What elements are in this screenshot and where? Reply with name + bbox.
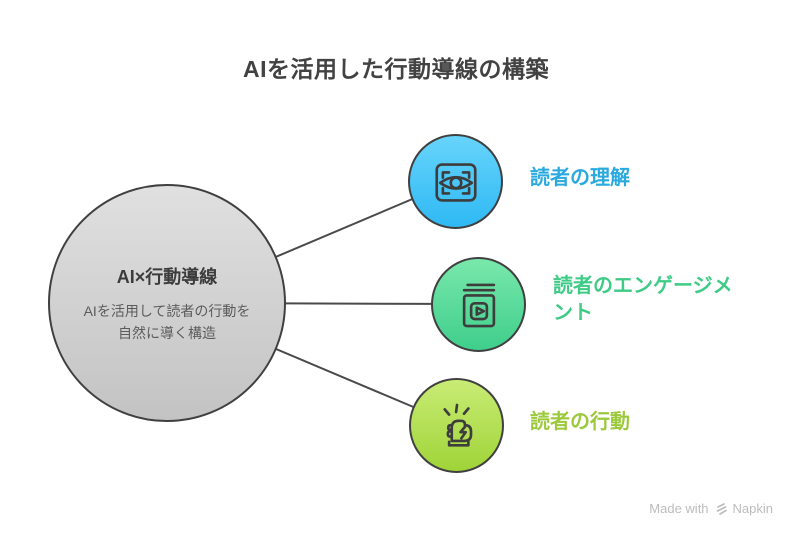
diagram-title: AIを活用した行動導線の構築: [243, 56, 549, 82]
node-circle-understanding: [408, 134, 503, 229]
node-label-action: 読者の行動: [530, 411, 630, 433]
node-circle-action: [409, 378, 504, 473]
node-label-understanding: 読者の理解: [530, 167, 630, 189]
node-circle-engagement: [431, 257, 526, 352]
central-node: AI×行動導線 AIを活用して読者の行動を自然に導く構造: [48, 184, 286, 422]
eye-scan-icon: [434, 162, 477, 202]
video-book-icon: [462, 283, 495, 327]
watermark-made-with: Made with: [649, 501, 709, 516]
napkin-logo-icon: [716, 502, 727, 515]
node-label-engagement: 読者のエンゲージメント: [553, 275, 733, 324]
central-node-description: AIを活用して読者の行動を自然に導く構造: [83, 302, 251, 341]
central-node-heading: AI×行動導線: [116, 266, 218, 287]
watermark: Made with Napkin: [649, 501, 773, 516]
watermark-brand: Napkin: [732, 501, 773, 516]
fist-icon: [442, 403, 472, 447]
